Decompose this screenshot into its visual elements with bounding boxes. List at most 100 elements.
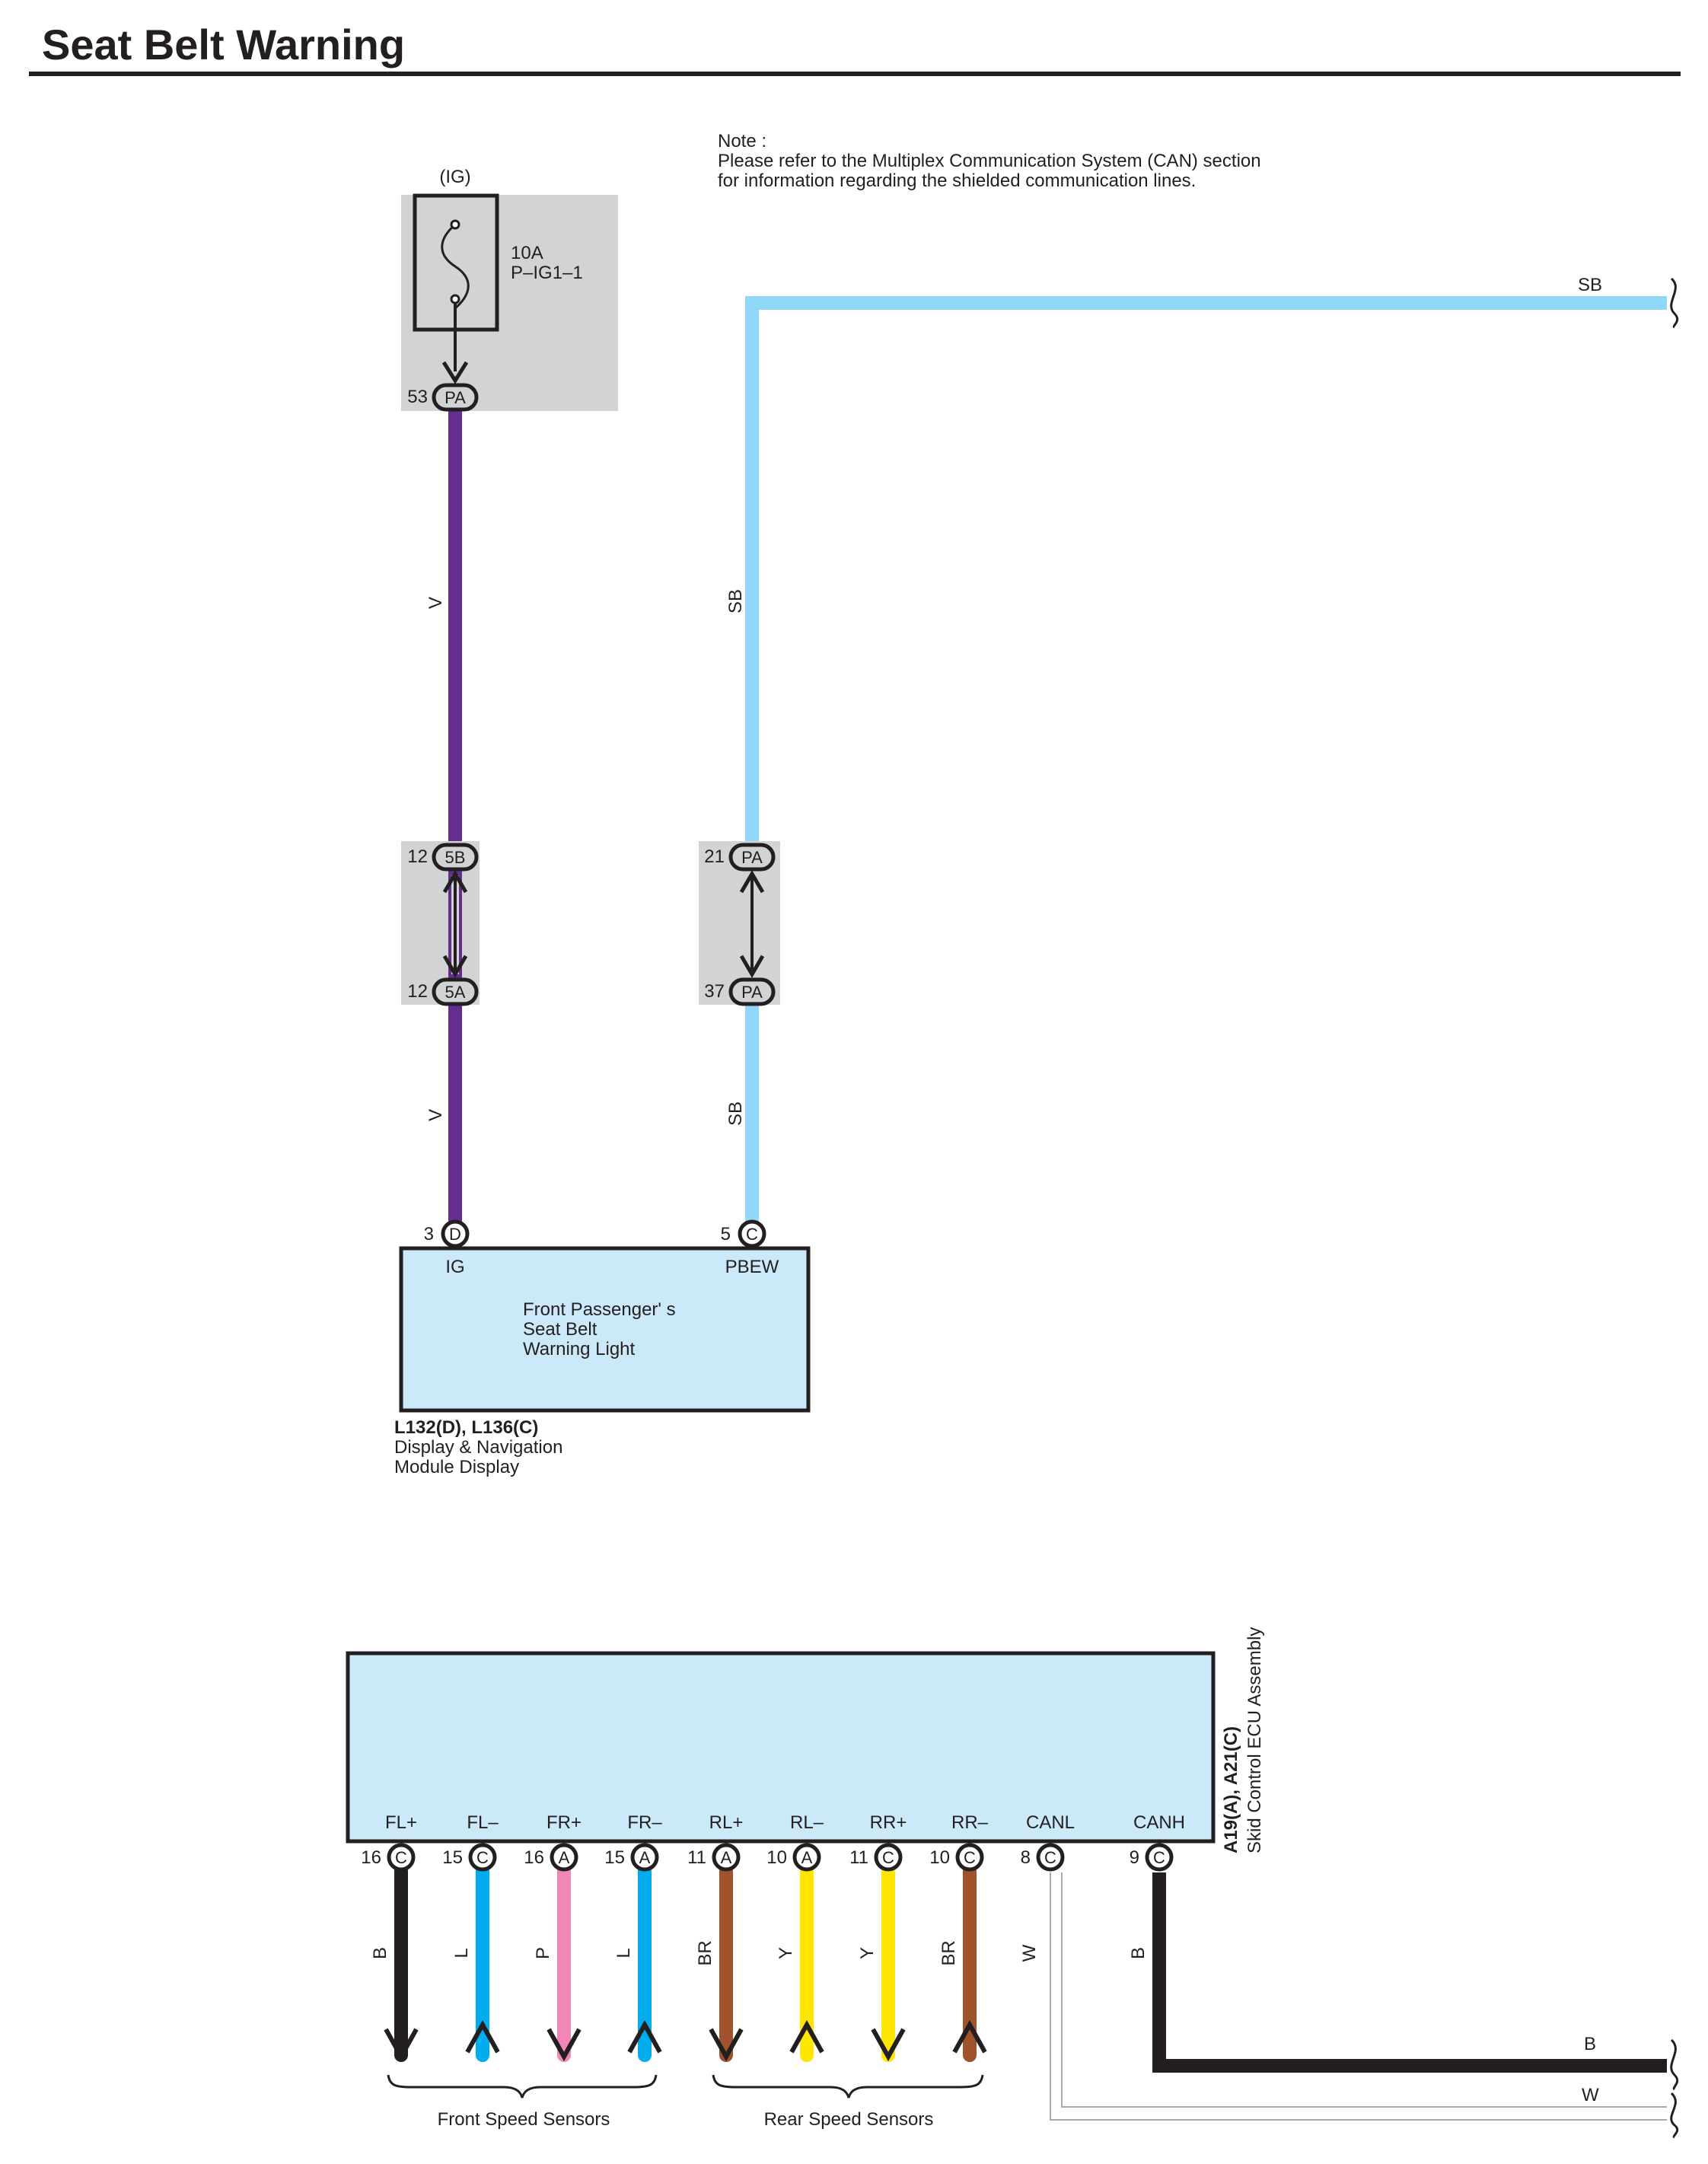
wire-canl-route-inner xyxy=(1061,1872,1667,2108)
ecu-terminal-rlplus xyxy=(712,1843,741,1872)
arrow-up-icon xyxy=(627,2019,662,2054)
fuse-supply-label: (IG) xyxy=(439,167,470,187)
pin-ig-number: 3 xyxy=(424,1224,434,1245)
wire-color-label-frminus: L xyxy=(613,1948,634,1958)
wire-color-label-flplus: B xyxy=(370,1947,390,1959)
ecu-terminal-conn-rrminus: C xyxy=(964,1848,976,1867)
ecu-terminal-conn-frplus: A xyxy=(559,1848,570,1867)
module-name-line-1: Display & Navigation xyxy=(394,1437,562,1458)
ecu-terminal-flplus xyxy=(387,1843,416,1872)
front-sensors-label: Front Speed Sensors xyxy=(438,2109,610,2130)
ecu-pin-label-rlplus: RL+ xyxy=(709,1812,744,1833)
ecu-pin-label-rrminus: RR– xyxy=(951,1812,989,1833)
ecu-pin-label-canh: CANH xyxy=(1133,1812,1185,1833)
ecu-code: A19(A), A21(C) xyxy=(1221,1726,1241,1853)
pin-pbew-number: 5 xyxy=(721,1224,731,1245)
ecu-pin-number-rrplus: 11 xyxy=(849,1847,868,1868)
ecu-pin-label-canl: CANL xyxy=(1026,1812,1075,1833)
wire-color-label-frplus: P xyxy=(533,1947,553,1959)
note-heading: Note : xyxy=(718,131,766,151)
pin-pbew-terminal xyxy=(738,1219,766,1248)
note-line-1: Please refer to the Multiplex Communicat… xyxy=(718,151,1261,171)
ecu-pin-label-rrplus: RR+ xyxy=(870,1812,907,1833)
ecu-pin-number-frplus: 16 xyxy=(524,1847,544,1868)
wire-color-label-rlminus: Y xyxy=(776,1947,796,1959)
ecu-pin-label-frminus: FR– xyxy=(627,1812,662,1833)
connector-5b xyxy=(432,843,479,872)
ecu-pin-number-canl: 8 xyxy=(1021,1847,1031,1868)
wire-break-icon xyxy=(1670,2038,1679,2091)
arrow-down-icon xyxy=(442,955,468,978)
connector-5a-label: 5A xyxy=(445,983,466,1002)
arrow-down-icon xyxy=(871,2028,906,2062)
module-code: L132(D), L136(C) xyxy=(394,1417,538,1438)
wire-canh-route xyxy=(1152,1872,1667,2073)
rear-sensors-bracket xyxy=(712,2074,984,2099)
ecu-pin-label-flminus: FL– xyxy=(467,1812,499,1833)
ecu-terminal-rrplus xyxy=(874,1843,903,1872)
wire-color-label-flminus: L xyxy=(451,1948,472,1958)
wire-label-sb-lower: SB xyxy=(725,1101,746,1126)
wire-color-label-rrplus: Y xyxy=(857,1947,878,1959)
ecu-pin-number-frminus: 15 xyxy=(604,1847,625,1868)
ecu-pin-number-flminus: 15 xyxy=(442,1847,463,1868)
ecu-terminal-frminus xyxy=(630,1843,659,1872)
ecu-terminal-canh xyxy=(1145,1843,1174,1872)
fuse-terminal-bottom xyxy=(450,294,460,304)
arrow-down-icon xyxy=(546,2028,582,2062)
pin-pbew-conn-label: C xyxy=(746,1225,758,1244)
ecu-terminal-rrminus xyxy=(955,1843,984,1872)
ecu-terminal-canl xyxy=(1036,1843,1065,1872)
arrow-up-icon xyxy=(465,2019,500,2054)
fuse-block-background xyxy=(401,195,618,411)
ecu-pin-label-frplus: FR+ xyxy=(546,1812,582,1833)
ecu-pin-number-rlminus: 10 xyxy=(766,1847,787,1868)
pin-12-bottom-label: 12 xyxy=(407,981,428,1002)
wire-color-label-canl: W xyxy=(1019,1944,1040,1962)
pin-37-label: 37 xyxy=(704,981,725,1002)
arrow-down-icon xyxy=(384,2028,419,2062)
wire-label-v-lower: V xyxy=(425,1109,446,1121)
wire-color-label-canh: B xyxy=(1128,1947,1149,1959)
ecu-terminal-flminus xyxy=(468,1843,497,1872)
ecu-pin-number-rrminus: 10 xyxy=(929,1847,950,1868)
wire-color-label-rlplus: BR xyxy=(695,1940,715,1965)
ecu-pin-label-rlminus: RL– xyxy=(790,1812,824,1833)
pin-ig-terminal xyxy=(441,1219,470,1248)
wire-label-b-right: B xyxy=(1584,2034,1596,2054)
front-sensors-bracket xyxy=(387,2074,658,2099)
arrow-down-icon xyxy=(709,2028,744,2062)
arrow-up-icon xyxy=(952,2019,987,2054)
ecu-terminal-conn-canl: C xyxy=(1044,1848,1056,1867)
note-line-2: for information regarding the shielded c… xyxy=(718,171,1196,191)
module-name-line-2: Module Display xyxy=(394,1457,519,1477)
ecu-terminal-conn-flminus: C xyxy=(476,1848,489,1867)
ecu-pin-number-flplus: 16 xyxy=(361,1847,381,1868)
ecu-pin-label-flplus: FL+ xyxy=(385,1812,417,1833)
connector-5a xyxy=(432,977,479,1006)
ecu-terminal-frplus xyxy=(550,1843,578,1872)
connector-pa-37-label: PA xyxy=(741,983,763,1002)
pin-pbew-signal: PBEW xyxy=(725,1257,779,1277)
page-title: Seat Belt Warning xyxy=(42,21,405,69)
arrow-down-icon xyxy=(441,361,469,384)
arrow-up-icon xyxy=(789,2019,824,2054)
ecu-terminal-conn-rlminus: A xyxy=(801,1848,813,1867)
module-inner-line-1: Front Passenger' s xyxy=(523,1299,676,1320)
ecu-pin-number-rlplus: 11 xyxy=(687,1847,706,1868)
ecu-pin-group: FL+C16BFL–C15LFR+A16PFR–A15LRL+A11BRRL–A… xyxy=(361,1812,1185,2062)
arrow-up-icon xyxy=(739,870,765,894)
fuse-icon xyxy=(441,223,470,310)
module-inner-line-2: Seat Belt xyxy=(523,1319,597,1340)
wire-label-sb-right: SB xyxy=(1578,275,1602,295)
wire-color-label-rrminus: BR xyxy=(938,1940,959,1965)
module-inner-line-3: Warning Light xyxy=(523,1339,636,1359)
wire-label-w-right: W xyxy=(1582,2085,1599,2105)
pin-21-label: 21 xyxy=(704,846,725,867)
ecu-terminal-conn-flplus: C xyxy=(395,1848,407,1867)
ecu-pin-number-canh: 9 xyxy=(1130,1847,1139,1868)
wire-break-icon xyxy=(1670,2092,1679,2139)
fuse-rating: 10A xyxy=(511,243,543,263)
